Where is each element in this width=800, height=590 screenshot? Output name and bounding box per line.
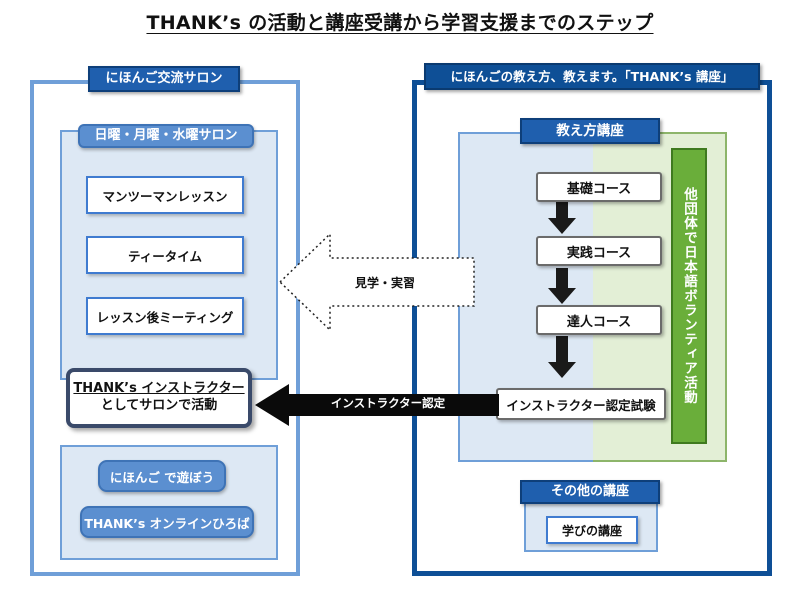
observe-arrow-label: 見学・実習: [354, 276, 415, 290]
arrow-head-2: [548, 288, 576, 304]
instructor-exam: インストラクター認定試験: [496, 388, 666, 420]
item-post-lesson-meeting: レッスン後ミーティング: [86, 297, 244, 335]
course-practical: 実践コース: [536, 236, 662, 266]
arrow-shaft-2: [556, 268, 568, 290]
certify-arrow-label: インストラクター認定: [330, 396, 446, 410]
observe-arrow-shape: [278, 232, 475, 332]
course-arrows: [548, 198, 576, 378]
arrow-shaft-1: [556, 198, 568, 220]
pill-online-hiroba: THANK’s オンラインひろば: [80, 506, 254, 538]
certify-arrow-shape: [255, 384, 499, 426]
item-one-on-one-lesson: マンツーマンレッスン: [86, 176, 244, 214]
item-tea-time: ティータイム: [86, 236, 244, 274]
observe-arrow: [278, 232, 475, 332]
course-panel-header: にほんごの教え方、教えます。「THANK’s 講座」: [424, 63, 760, 90]
arrow-head-1: [548, 218, 576, 234]
arrow-head-3: [548, 362, 576, 378]
instructor-line2: としてサロンで活動: [100, 398, 218, 413]
instructor-box: THANK’s インストラクター としてサロンで活動: [66, 368, 252, 428]
page-title: THANK’s の活動と講座受講から学習支援までのステップ: [146, 12, 654, 34]
item-learning-course: 学びの講座: [546, 516, 638, 544]
pill-play-japanese: にほんご で遊ぼう: [98, 460, 226, 492]
salon-header: にほんご交流サロン: [88, 66, 240, 92]
certify-arrow: [255, 384, 499, 426]
course-master: 達人コース: [536, 305, 662, 335]
salon-schedule-header: 日曜・月曜・水曜サロン: [78, 124, 254, 148]
volunteer-activity: 他団体で日本語ボランティア活動: [671, 148, 707, 444]
course-basic: 基礎コース: [536, 172, 662, 202]
teach-course-header: 教え方講座: [520, 118, 660, 144]
arrow-shaft-3: [556, 336, 568, 366]
instructor-line1: THANK’s インストラクター: [73, 381, 245, 397]
other-courses-header: その他の講座: [520, 480, 660, 504]
